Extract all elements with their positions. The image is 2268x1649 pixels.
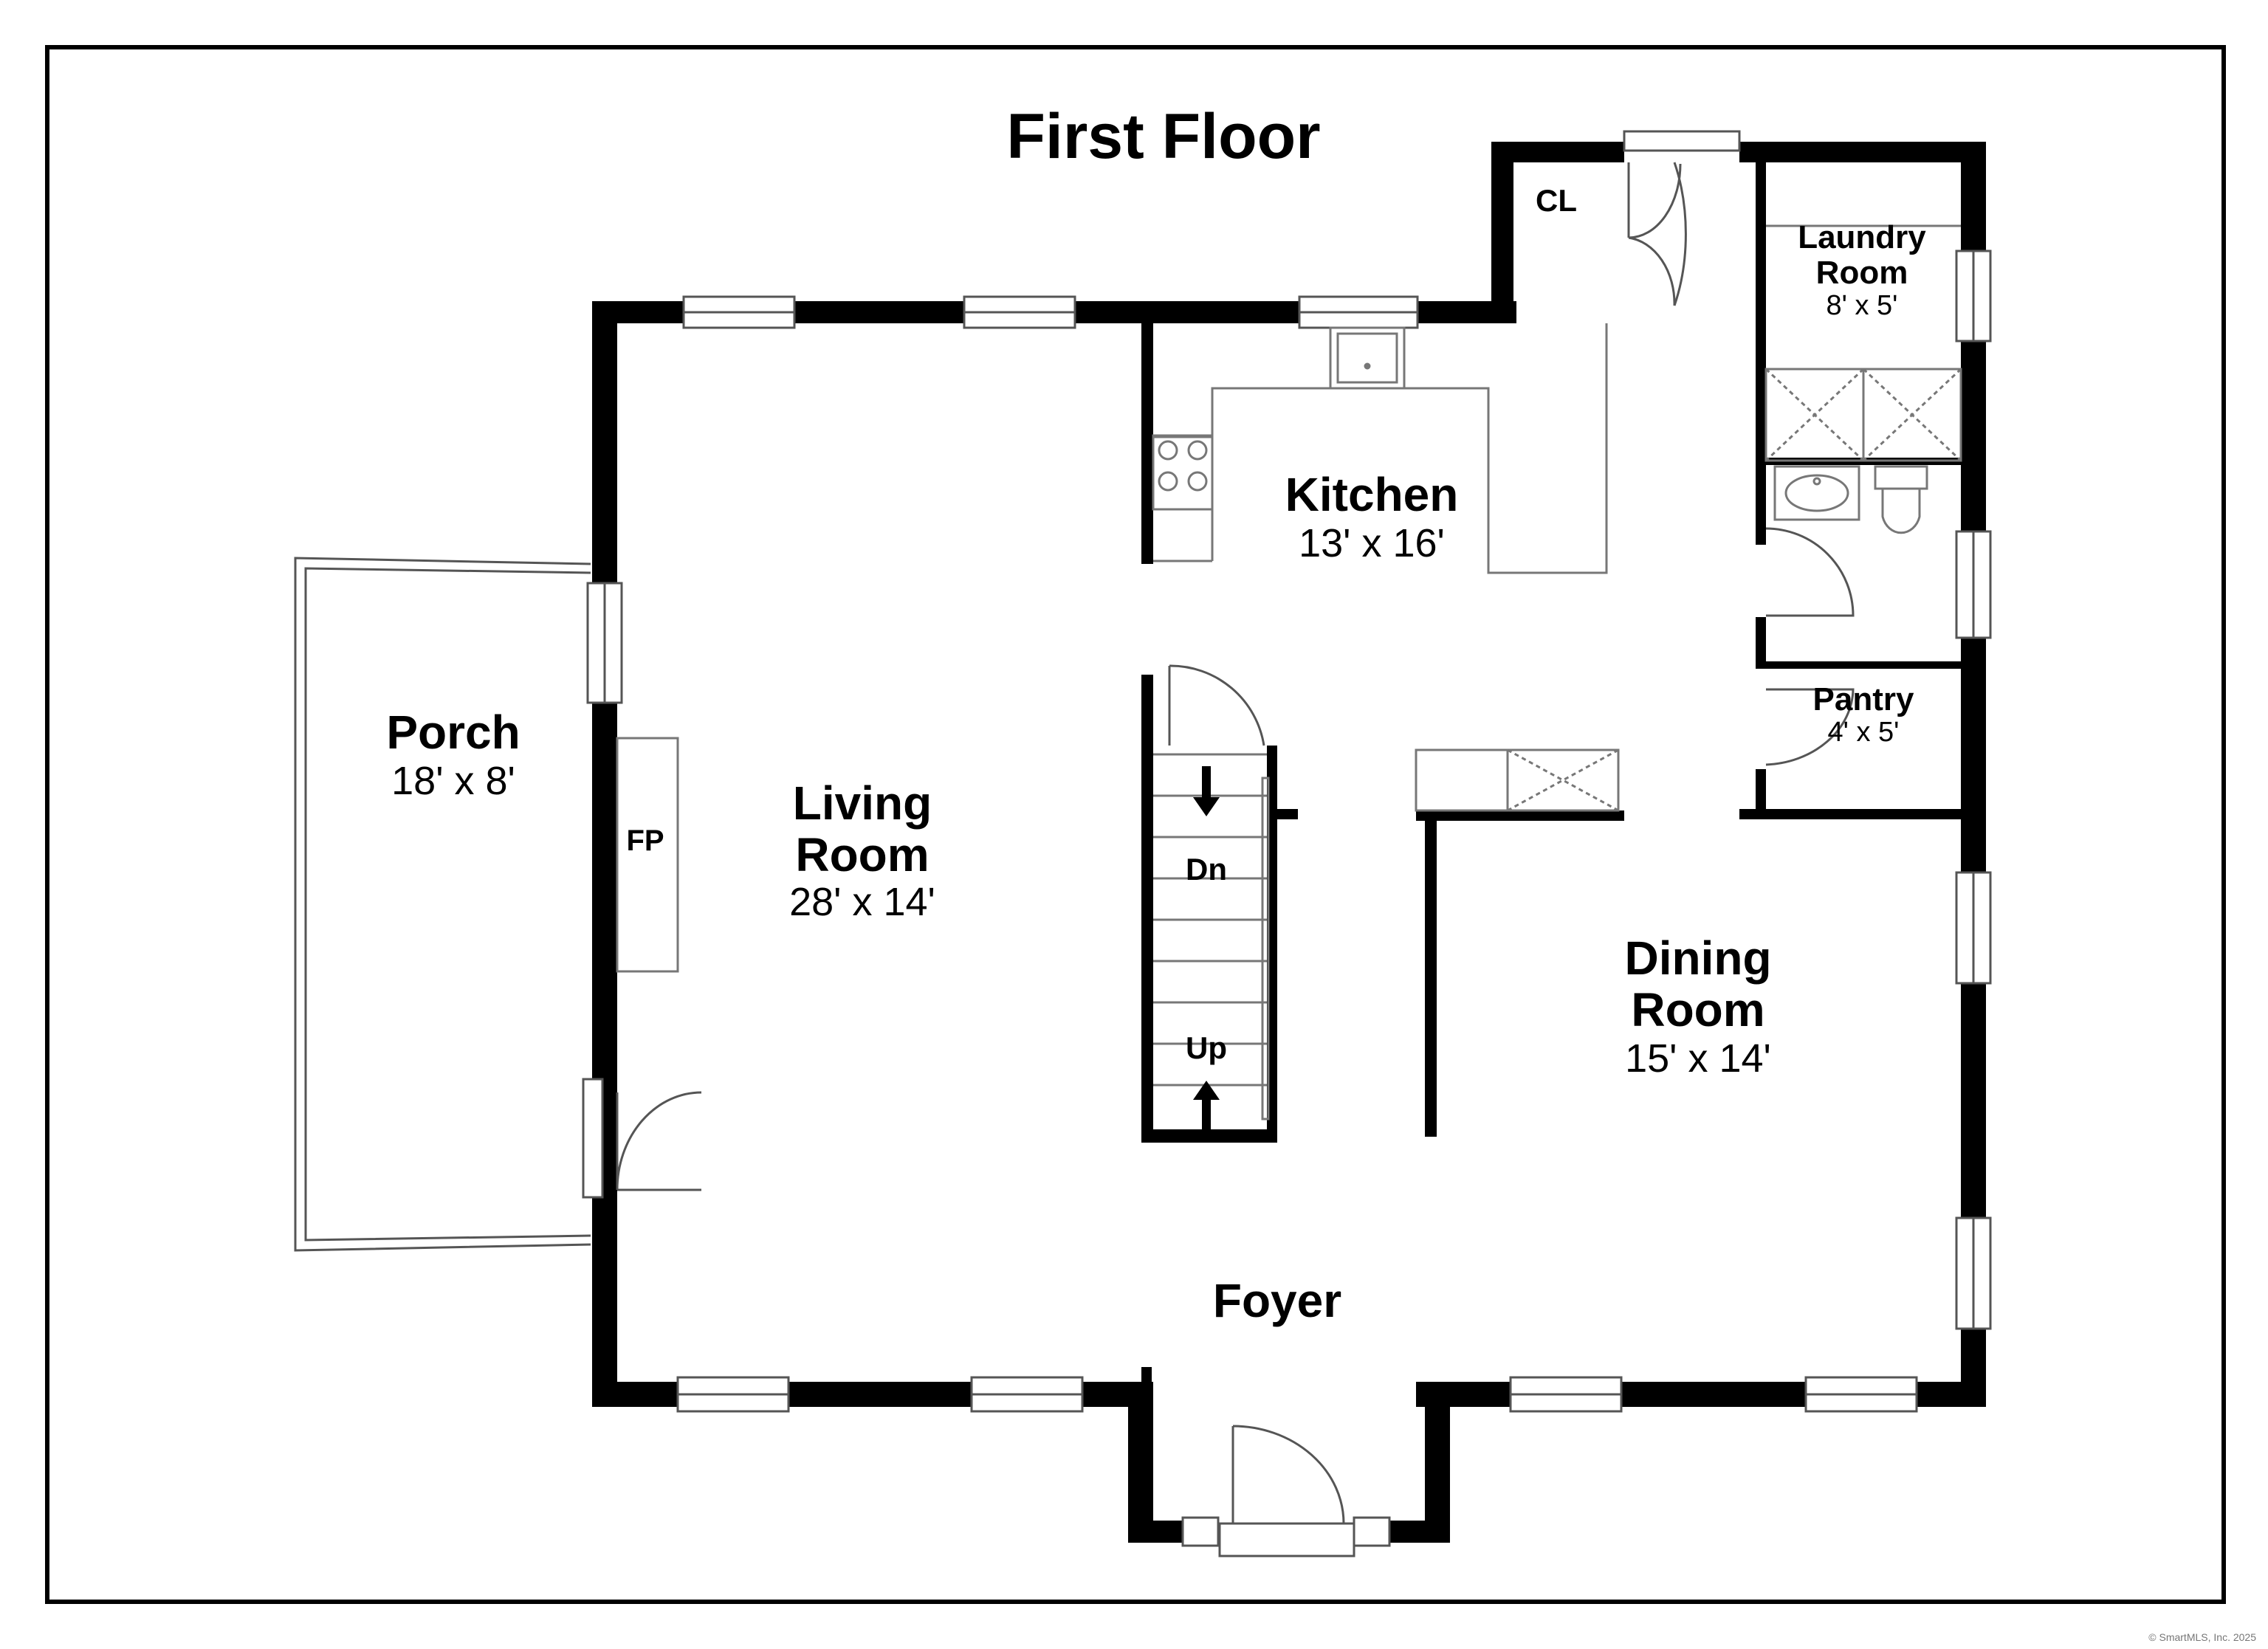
stair-treads [1153,753,1270,1120]
laundry-name-line1: Laundry [1798,219,1926,255]
porch-size: 18' x 8' [391,759,515,803]
stairs-up-label: Up [1186,1030,1227,1065]
fireplace-box [616,737,679,973]
kitchen-name: Kitchen [1285,468,1459,521]
plan-title: First Floor [1006,101,1320,172]
living-size: 28' x 14' [789,880,935,924]
copyright-notice: © SmartMLS, Inc. 2025 [2148,1631,2256,1643]
fireplace-label: FP [626,824,664,857]
foyer-name: Foyer [1213,1274,1341,1327]
stair-down-arrow-icon [1193,766,1220,816]
stair-up-arrow-icon [1193,1081,1220,1132]
laundry-size: 8' x 5' [1827,290,1898,321]
dining-counter [1415,748,1620,812]
porch-name: Porch [386,706,520,759]
laundry-name-line2: Room [1816,255,1908,291]
dining-size: 15' x 14' [1625,1036,1771,1081]
porch-outline [294,557,591,1252]
kitchen-size: 13' x 16' [1299,521,1445,565]
page-frame [45,45,2226,1604]
dining-name-line2: Room [1631,983,1764,1036]
closet-label: CL [1536,183,1577,218]
laundry-fixtures [1764,224,1962,462]
dining-name-line1: Dining [1624,932,1771,985]
living-name-line2: Room [795,828,929,881]
pantry-name: Pantry [1813,681,1914,717]
bath-fixtures [1773,465,1928,534]
stairs-down-label: Dn [1186,852,1227,887]
kitchen-fixtures [1152,323,1608,574]
pantry-size: 4' x 5' [1828,717,1900,748]
doors [582,130,1855,1557]
living-name-line1: Living [793,777,932,830]
